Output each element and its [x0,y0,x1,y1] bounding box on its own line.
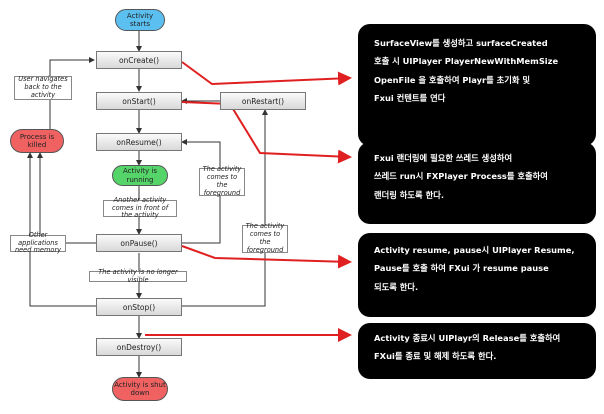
callout-onstart: Fxui 랜더링에 필요한 쓰레드 생성하여 쓰레드 run시 FXPlayer… [358,142,596,224]
note-other-apps-need-memory: Other applications need memory [10,231,66,254]
on-destroy-box: onDestroy() [96,338,182,356]
on-pause-box: onPause() [96,234,182,252]
callout-onstart-line-2: 쓰레드 run시 FXPlayer Process를 호출하여 [374,171,548,182]
on-stop-box: onStop() [96,298,182,316]
activity-running-node: Activity is running [112,165,168,186]
callout-onstart-line-3: 랜더링 하도록 한다. [374,189,444,200]
callout-onstart-line-1: Fxui 랜더링에 필요한 쓰레드 생성하여 [374,153,513,163]
on-resume-box: onResume() [96,133,182,151]
callout-arrow-2 [181,101,352,164]
on-start-box: onStart() [96,92,182,110]
activity-shut-down-node: Activity is shut down [112,377,168,401]
callout-arrow-3 [181,245,352,269]
callout-oncreate-line-4: Fxui 컨텐트를 연다 [374,92,446,103]
note-comes-to-foreground-2: The activity comes to the foreground [242,222,288,254]
callout-oncreate-line-1: SurfaceView를 생성하고 surfaceCreated [374,38,548,48]
activity-starts-node: Activity starts [115,9,165,31]
callout-oncreate: SurfaceView를 생성하고 surfaceCreated 호출 시 UI… [358,24,596,146]
callout-onpause-line-3: 되도록 한다. [374,281,419,292]
arrow-stop-killed [27,152,96,307]
note-user-navigates-back: User navigates back to the activity [14,75,72,100]
callout-ondestroy-line-1: Activity 종료시 UIPlayr의 Release를 호출하여 [374,333,561,343]
arrow-stop-restart [182,109,268,307]
callout-oncreate-line-2: 호출 시 UIPlayer PlayerNewWithMemSize [374,56,559,67]
callout-oncreate-line-3: OpenFile 을 호출하여 Playr를 초기화 및 [374,74,531,85]
callout-ondestroy: Activity 종료시 UIPlayr의 Release를 호출하여 FXui… [358,323,596,379]
callout-ondestroy-line-2: FXui를 종료 및 해제 하도록 한다. [374,351,497,362]
callout-onpause-line-1: Activity resume, pause시 UIPlayer Resume, [374,245,575,255]
callout-onpause-line-2: Pause를 호출 하여 FXui 가 resume pause [374,263,549,274]
callout-arrow-1 [181,61,352,86]
callout-onpause: Activity resume, pause시 UIPlayer Resume,… [358,233,596,317]
arrow-pause-killed [37,152,96,244]
process-killed-node: Process is killed [10,129,64,153]
on-create-box: onCreate() [96,51,182,69]
note-no-longer-visible: The activity is no longer visible [89,268,187,283]
arrow-killed-create [49,57,95,129]
note-comes-to-foreground-1: The activity comes to the foreground [199,165,245,197]
note-another-activity-front: Another activity comes in front of the a… [103,196,177,219]
on-restart-box: onRestart() [220,92,306,110]
